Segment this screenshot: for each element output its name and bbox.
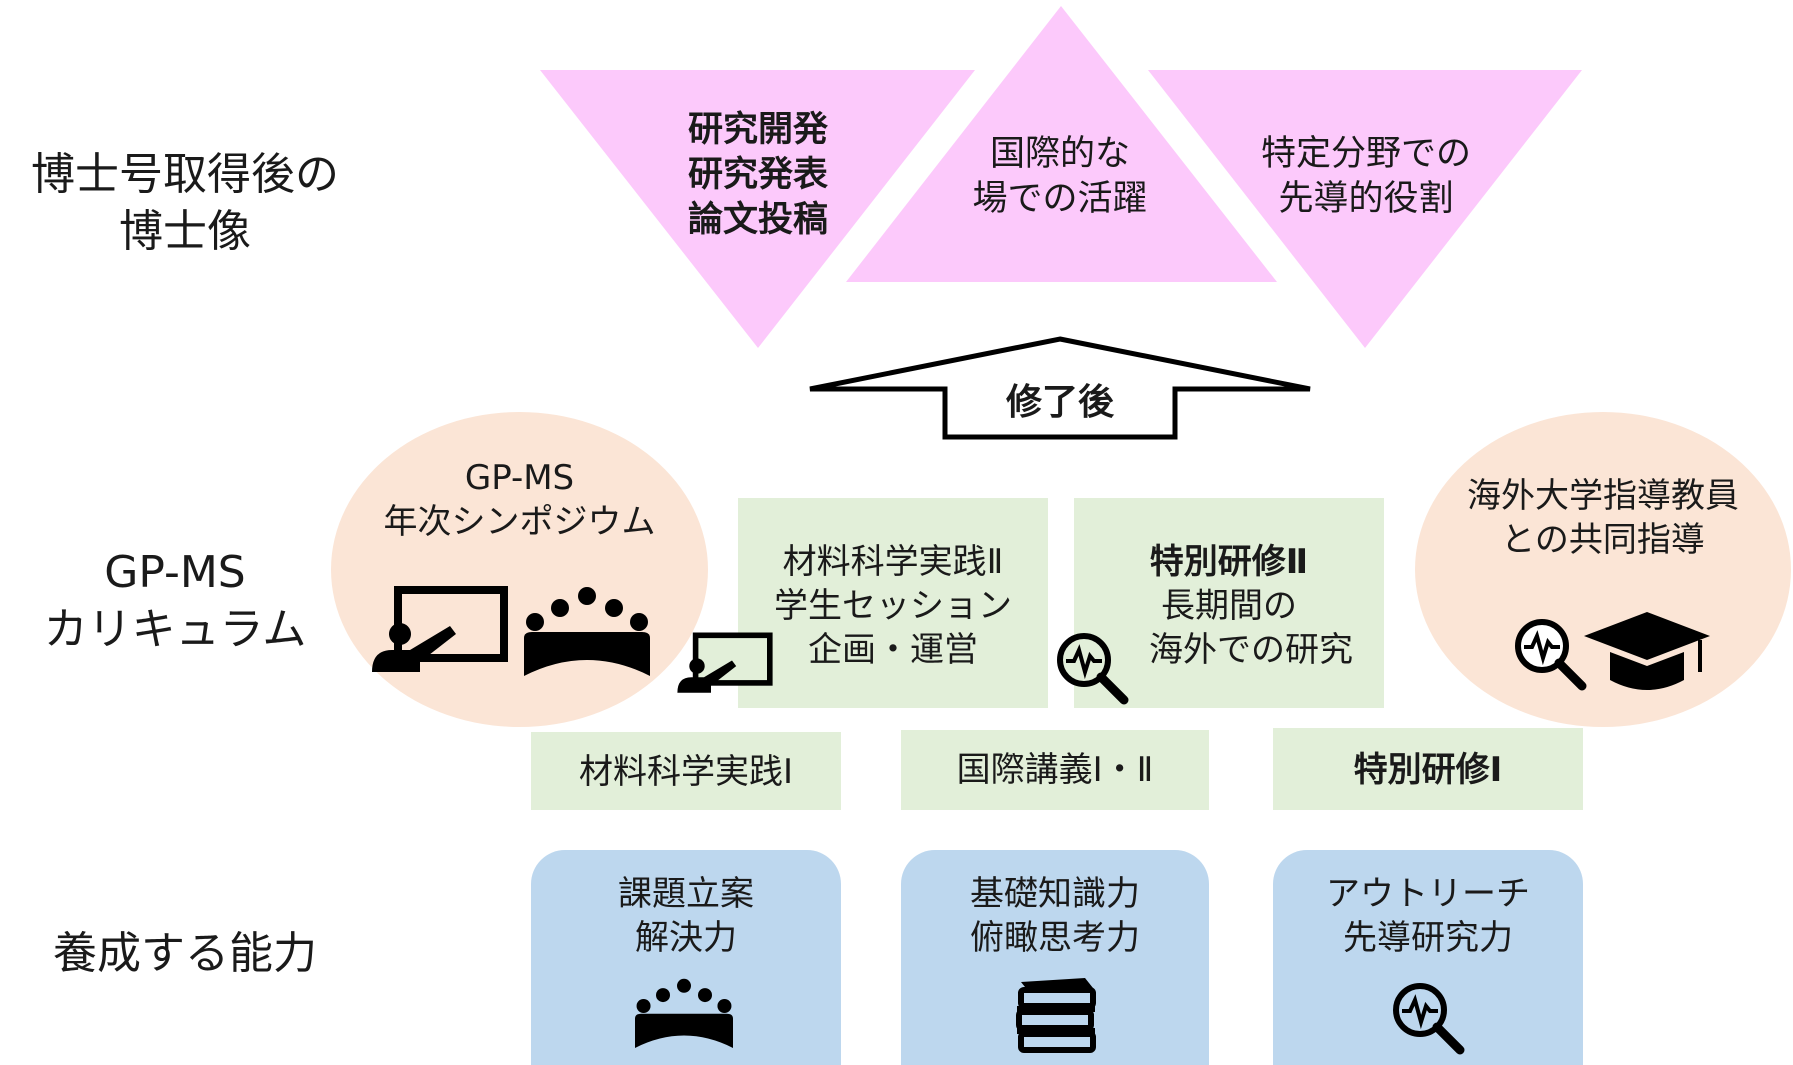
lectures-box: 国際講義Ⅰ・Ⅱ <box>901 730 1209 810</box>
triangle-international-text: 国際的な 場での活躍 <box>972 134 1148 219</box>
row-label-abilities: 養成する能力 <box>53 928 317 979</box>
symposium-text: GP-MS 年次シンポジウム <box>383 458 656 543</box>
phd-image-triangles <box>540 6 1582 348</box>
magnifier-chart-icon <box>1057 633 1129 705</box>
presentation-icon <box>677 632 773 693</box>
up-arrow <box>809 336 1311 440</box>
triangle-leadership-text: 特定分野での 先導的役割 <box>1260 134 1471 219</box>
triangle-leadership <box>1148 70 1582 348</box>
training1-box: 特別研修Ⅰ <box>1273 728 1583 810</box>
graduation-cap-icon <box>1584 612 1710 690</box>
triangle-research <box>540 70 975 348</box>
arrow-label: 修了後 <box>1005 382 1114 423</box>
books-icon <box>1016 978 1096 1053</box>
overseas-guidance-ellipse <box>1415 412 1791 727</box>
row-label-curriculum: GP-MS カリキュラム <box>43 547 307 656</box>
overseas-guidance-text: 海外大学指導教員 との共同指導 <box>1467 476 1739 561</box>
magnifier-chart-icon <box>1515 619 1587 691</box>
audience-icon <box>524 587 650 676</box>
ability-knowledge-box: 基礎知識力 俯瞰思考力 <box>901 850 1209 1065</box>
training2-box: 特別研修Ⅱ 長期間の 海外での研究 <box>1074 498 1384 708</box>
triangle-international <box>846 6 1277 282</box>
row-label-phd-image: 博士号取得後の 博士像 <box>31 149 339 258</box>
practice2-box: 材料科学実践Ⅱ 学生セッション 企画・運営 <box>738 498 1048 708</box>
triangle-research-text: 研究開発 研究発表 論文投稿 <box>687 110 828 240</box>
presentation-icon <box>372 586 508 672</box>
practice1-box: 材料科学実践Ⅰ <box>531 732 841 810</box>
ability-outreach-box: アウトリーチ 先導研究力 <box>1273 850 1583 1065</box>
symposium-ellipse <box>331 412 708 727</box>
audience-icon <box>635 978 733 1048</box>
ability-planning-box: 課題立案 解決力 <box>531 850 841 1065</box>
magnifier-chart-icon <box>1393 983 1465 1055</box>
